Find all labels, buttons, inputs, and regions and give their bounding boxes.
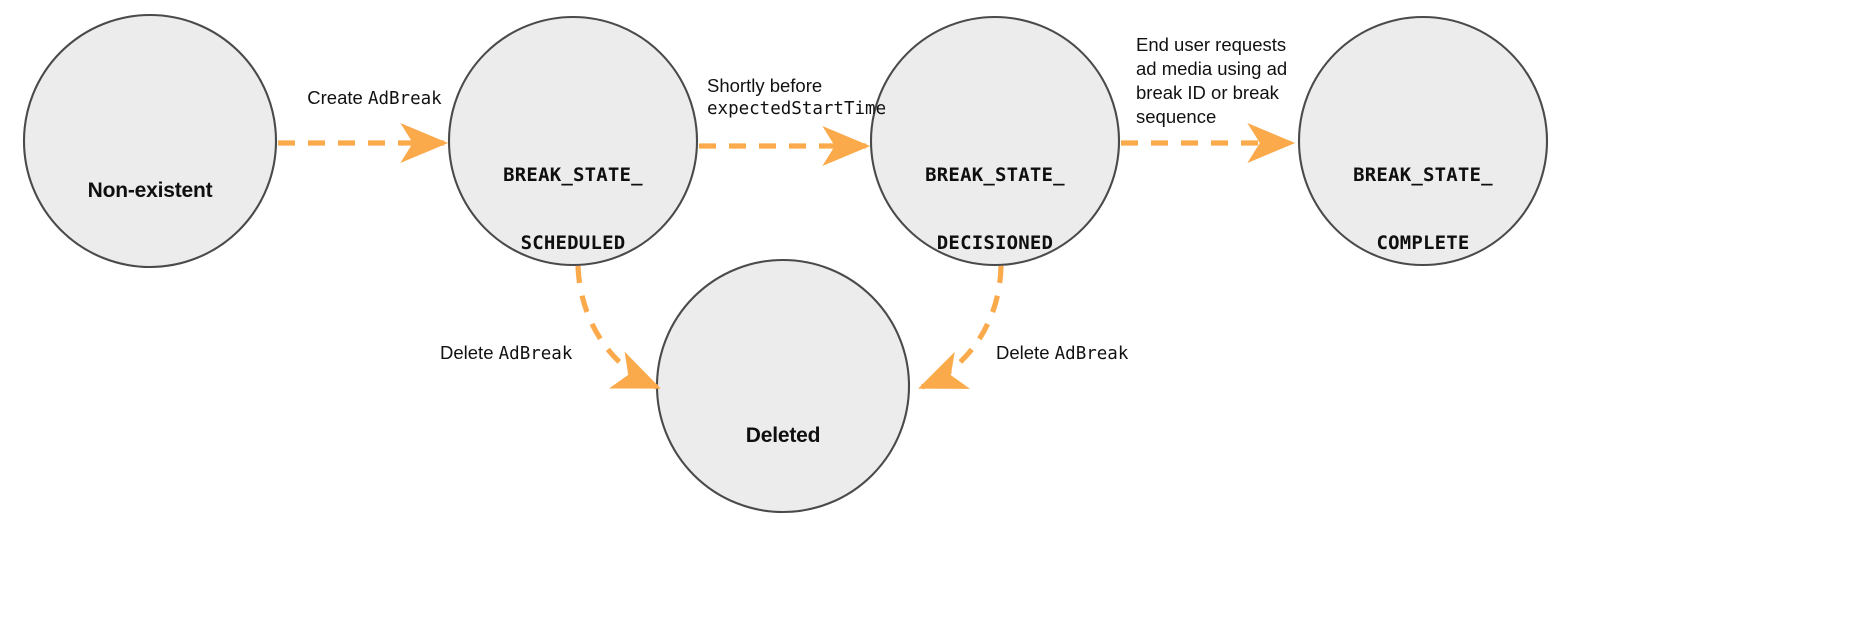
node-circles [22,13,1549,514]
node-circle-break-state-decisioned[interactable] [869,15,1121,267]
node-circle-deleted[interactable] [655,258,911,514]
node-circle-break-state-scheduled[interactable] [447,15,699,267]
node-circle-non-existent[interactable] [22,13,278,269]
edge-delete-adbreak-from-decisioned [918,265,1004,390]
edge-delete-adbreak-from-scheduled [575,265,661,390]
node-circle-break-state-complete[interactable] [1297,15,1549,267]
edge-arrows [278,122,1296,390]
